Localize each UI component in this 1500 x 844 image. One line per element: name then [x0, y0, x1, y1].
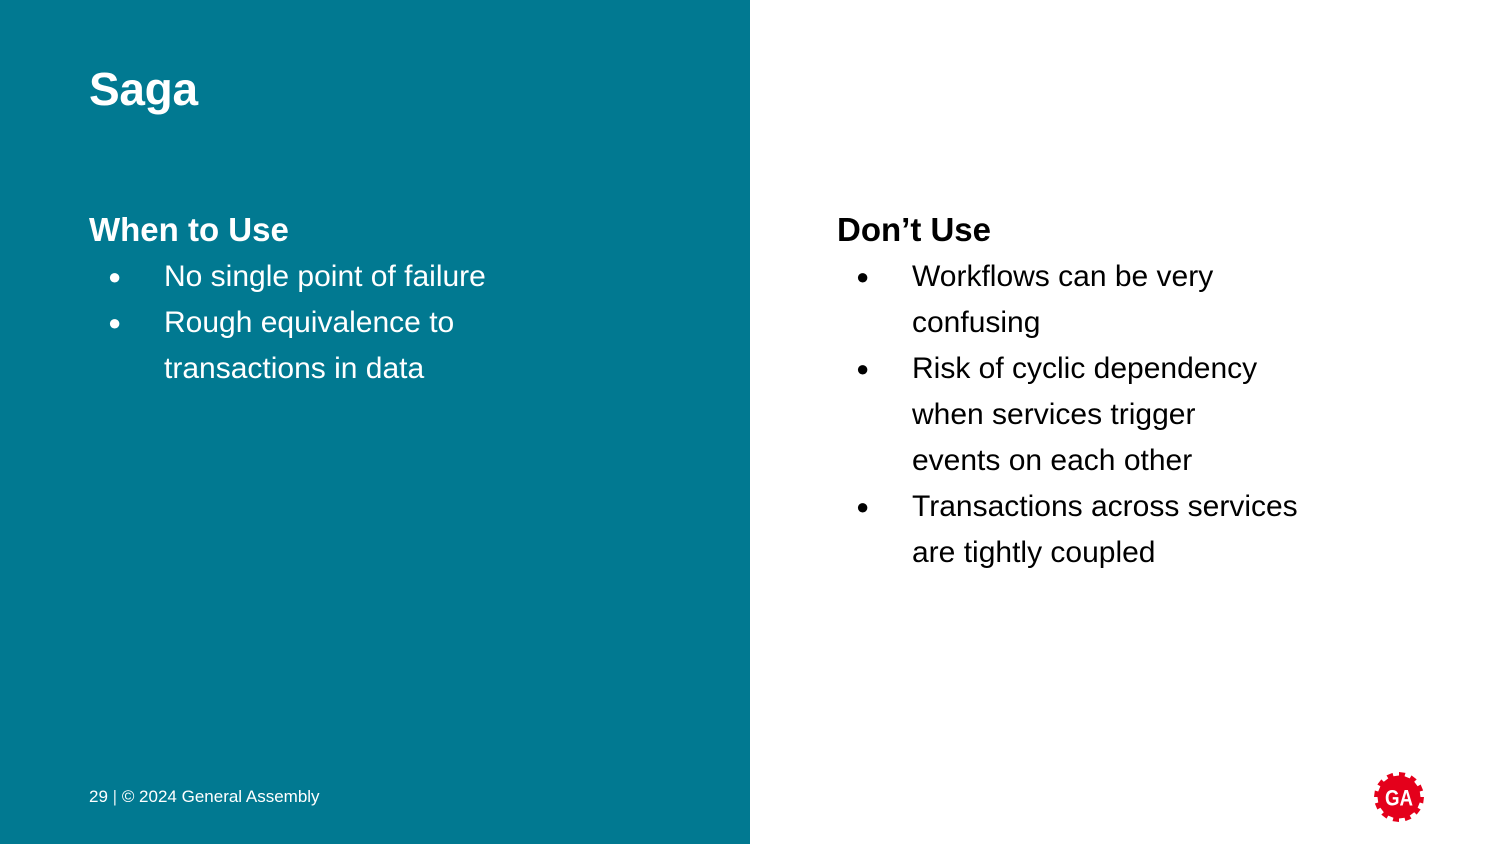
left-panel	[0, 0, 750, 844]
dont-use-heading: Don’t Use	[837, 211, 992, 248]
logo-text: GA	[1385, 787, 1413, 811]
bullet-icon: ●	[856, 356, 870, 381]
when-to-use-list: ● No single point of failure ● Rough equ…	[89, 254, 649, 392]
bullet-icon: ●	[856, 494, 870, 519]
general-assembly-logo-icon: GA	[1374, 772, 1424, 822]
logo-gear-path	[1374, 772, 1424, 822]
copyright-text: © 2024 General Assembly	[121, 787, 320, 806]
footer-separator: |	[112, 787, 118, 806]
bullet-text: No single point of failure	[164, 260, 486, 293]
slide-footer: 29 | © 2024 General Assembly	[89, 786, 320, 808]
bullet-icon: ●	[108, 310, 122, 335]
logo-gear-shape	[1374, 772, 1424, 822]
when-to-use-column: When to Use ● No single point of failure…	[89, 208, 649, 392]
page-number: 29	[89, 787, 108, 806]
bullet-icon: ●	[856, 264, 870, 289]
when-to-use-heading: When to Use	[89, 211, 289, 248]
list-item: ● No single point of failure	[89, 254, 649, 300]
bullet-icon: ●	[108, 264, 122, 289]
slide-title: Saga	[89, 63, 198, 115]
